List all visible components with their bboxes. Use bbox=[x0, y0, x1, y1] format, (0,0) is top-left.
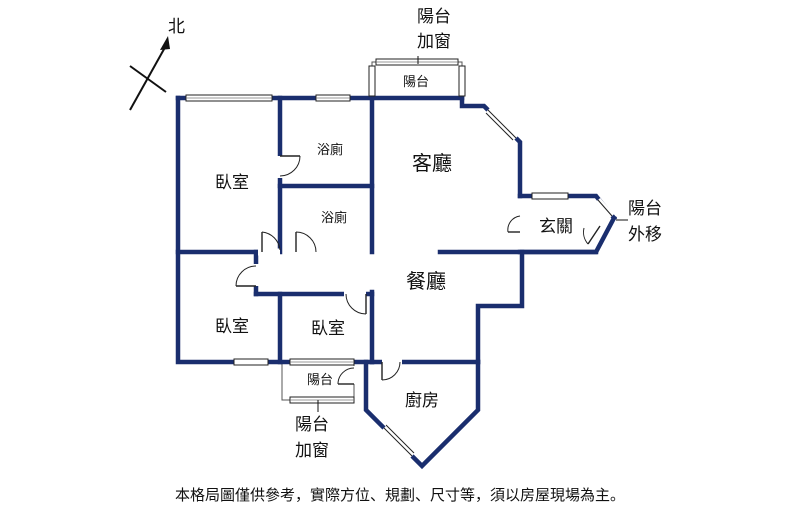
door-bedroom2 bbox=[235, 264, 260, 287]
window-bedroom1-top bbox=[185, 94, 273, 102]
window-bath1-top bbox=[315, 94, 351, 102]
bedroom-2-label: 臥室 bbox=[215, 317, 249, 337]
window-bedroom3-bottom bbox=[289, 358, 355, 366]
door-bedroom1 bbox=[258, 231, 281, 256]
door-bottom-balcony bbox=[337, 366, 358, 385]
walls bbox=[175, 95, 618, 470]
window-kitchen-diagonal bbox=[381, 424, 415, 459]
bottom-callout-line1: 陽台 bbox=[295, 415, 329, 435]
wall-dining-east bbox=[475, 249, 525, 365]
dining-room-label: 餐廳 bbox=[406, 269, 446, 293]
window-entrance bbox=[531, 192, 615, 218]
compass-arrowhead bbox=[160, 36, 170, 50]
callout-lines bbox=[317, 56, 628, 412]
bottom-balcony-label: 陽台 bbox=[307, 373, 333, 388]
wall-living-northeast bbox=[459, 95, 523, 199]
top-balcony-label: 陽台 bbox=[403, 75, 429, 90]
bathroom-1-label: 浴廁 bbox=[317, 142, 343, 158]
door-bath2 bbox=[294, 231, 317, 256]
entrance-label: 玄關 bbox=[539, 217, 573, 237]
bedroom-1-label: 臥室 bbox=[215, 173, 249, 193]
door-entrance bbox=[507, 212, 524, 234]
kitchen-label: 廚房 bbox=[405, 390, 439, 411]
bedroom-3-label: 臥室 bbox=[311, 319, 345, 339]
bottom-callout-line2: 加窗 bbox=[295, 441, 329, 461]
compass-needle bbox=[129, 41, 169, 111]
top-callout-line1: 陽台 bbox=[417, 7, 451, 27]
window-top-balcony bbox=[368, 58, 466, 97]
bathroom-2-label: 浴廁 bbox=[321, 210, 347, 226]
compass-north-label: 北 bbox=[168, 17, 185, 37]
window-living-diagonal bbox=[485, 107, 519, 141]
windows bbox=[185, 58, 615, 459]
right-callout-line1: 陽台 bbox=[628, 199, 662, 219]
callouts: 陽台 加窗 陽台 外移 陽台 加窗 bbox=[295, 7, 662, 461]
doors bbox=[235, 155, 601, 385]
compass: 北 bbox=[129, 17, 185, 111]
top-callout-line2: 加窗 bbox=[417, 32, 451, 52]
window-bottom-balcony bbox=[289, 396, 355, 404]
room-labels: 臥室 浴廁 浴廁 客廳 玄關 餐廳 臥室 臥室 廚房 陽台 陽台 bbox=[215, 75, 573, 411]
right-callout-line2: 外移 bbox=[628, 225, 662, 245]
living-room-label: 客廳 bbox=[412, 151, 452, 175]
door-kitchen bbox=[381, 358, 402, 381]
door-bedroom3 bbox=[344, 290, 367, 315]
window-bedroom2-bottom bbox=[233, 358, 269, 366]
door-bath1 bbox=[276, 155, 301, 178]
compass-crossbar bbox=[129, 65, 167, 93]
door-main bbox=[583, 225, 601, 245]
wall-kitchen-outline bbox=[363, 359, 481, 470]
disclaimer-text: 本格局圖僅供參考，實際方位、規劃、尺寸等，須以房屋現場為主。 bbox=[175, 486, 625, 504]
